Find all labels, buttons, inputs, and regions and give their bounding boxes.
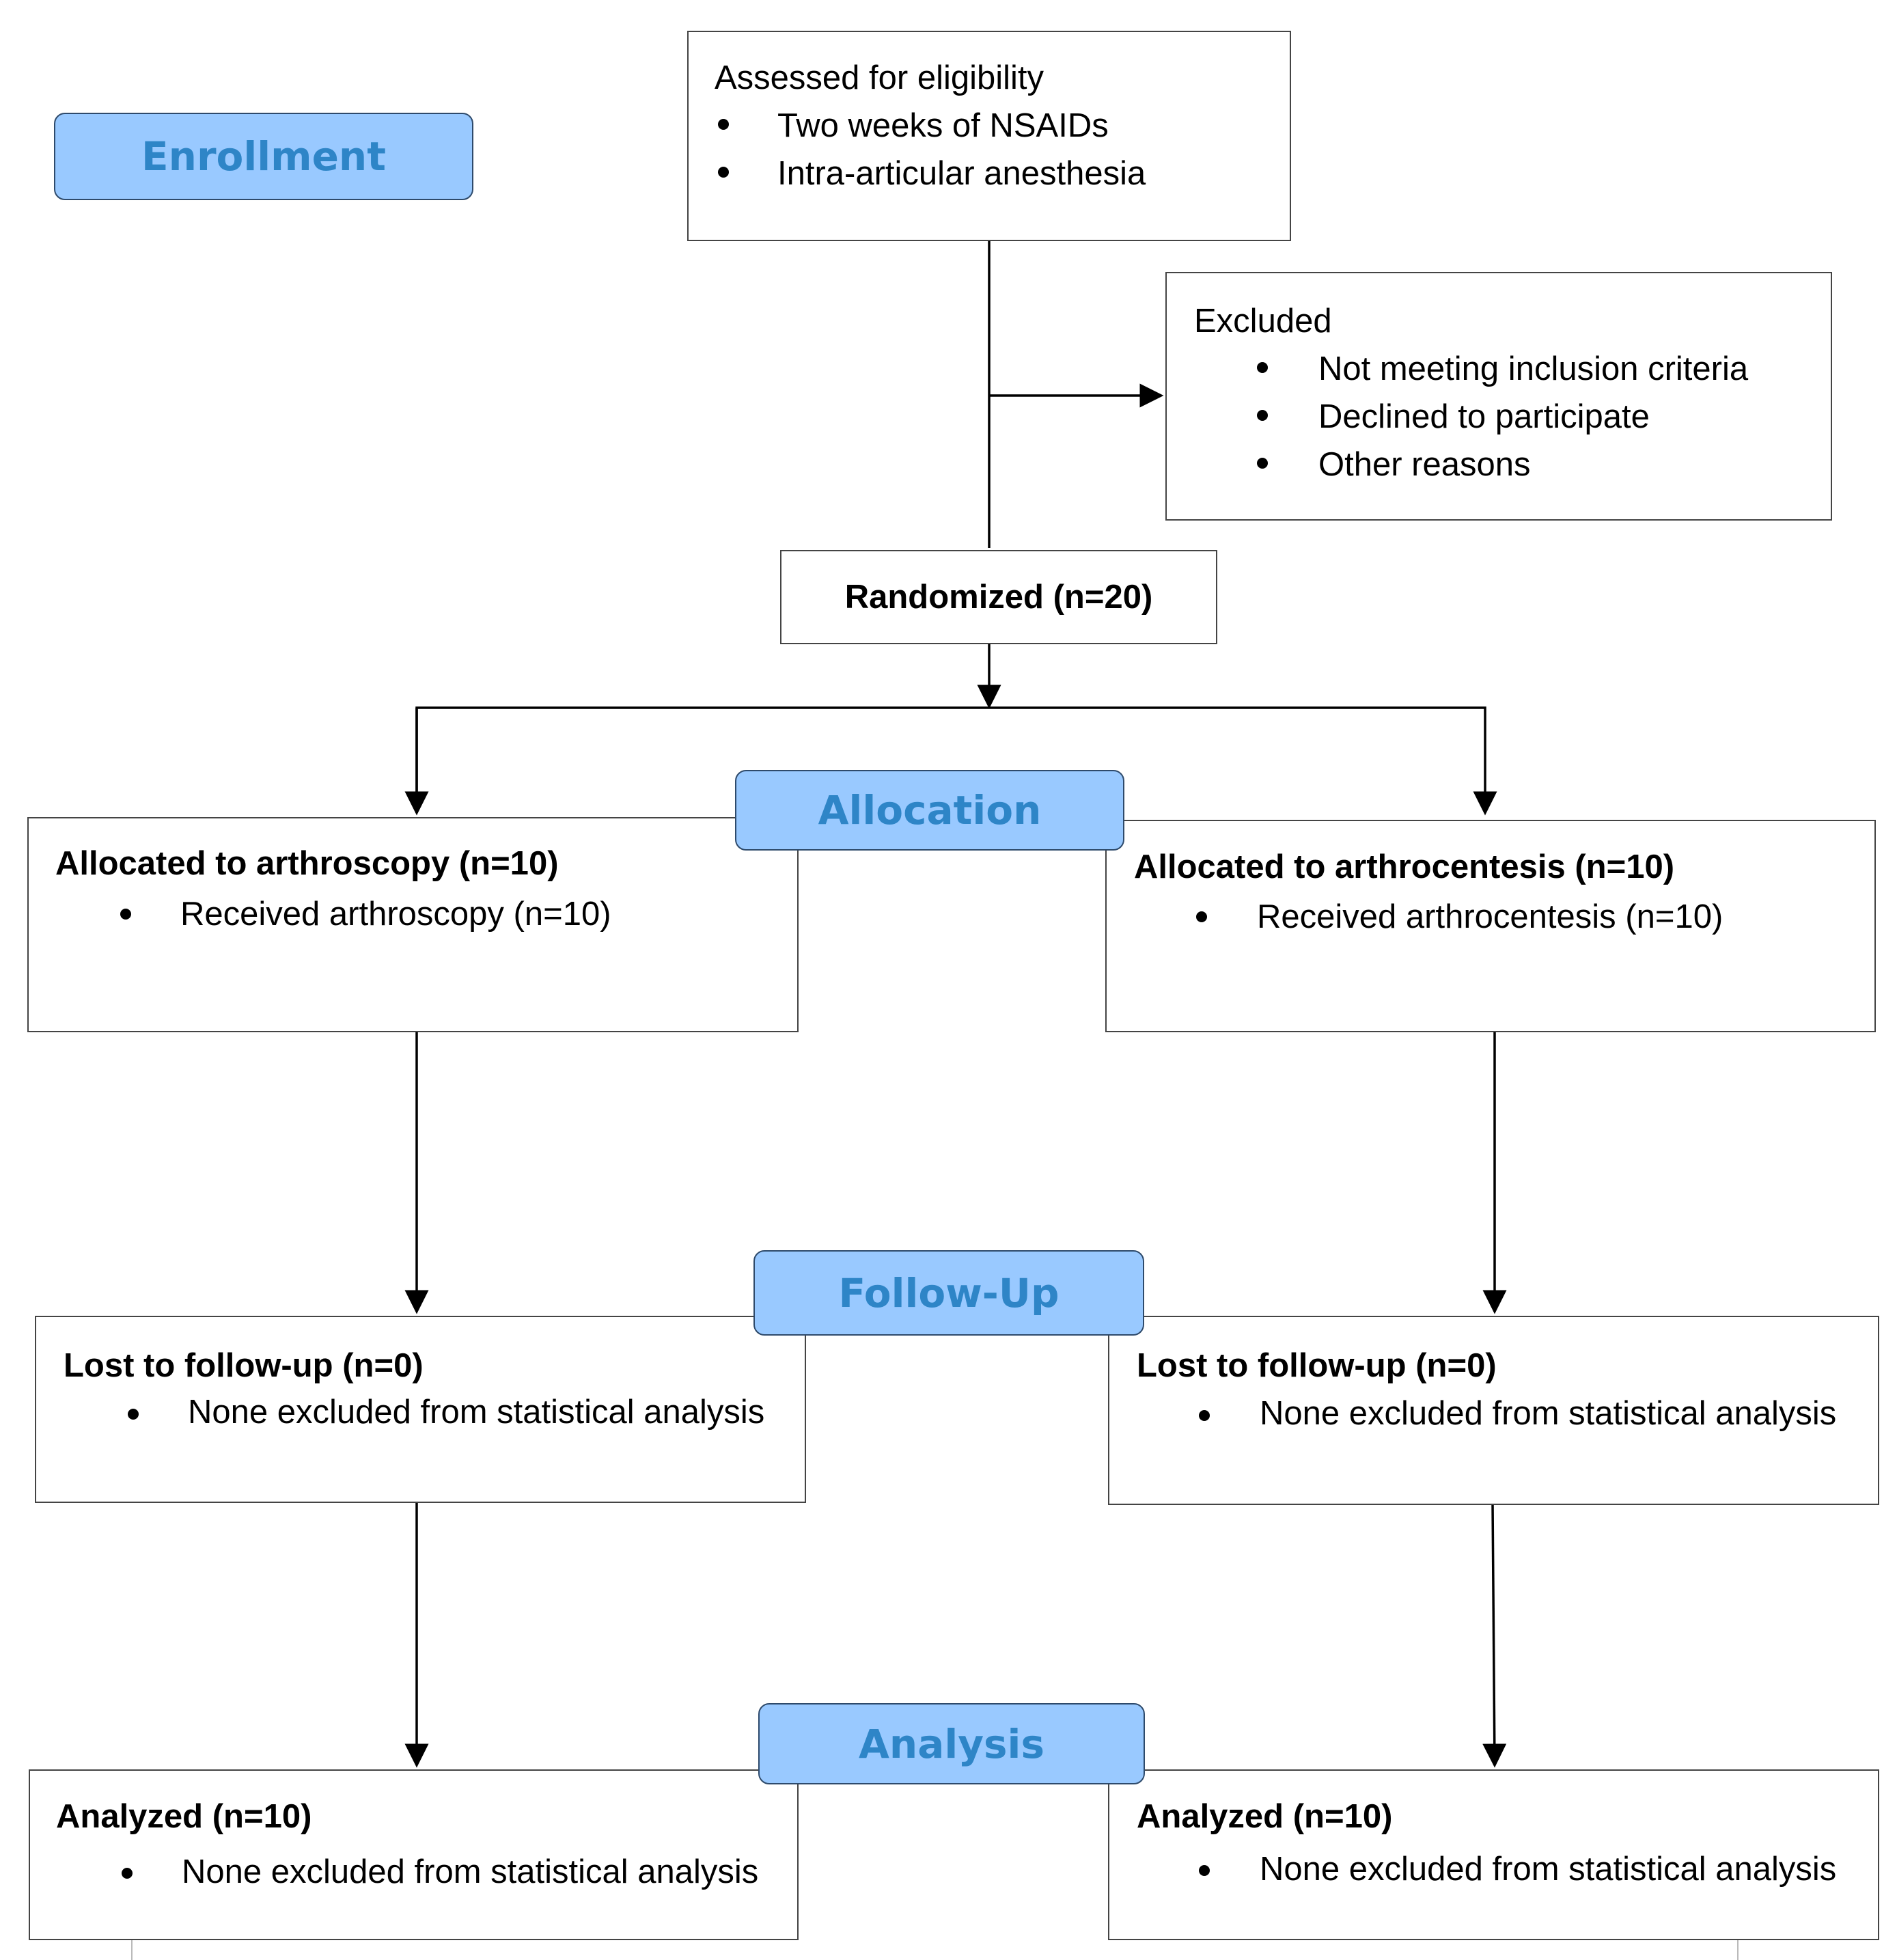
bullet-icon <box>1257 410 1268 421</box>
allocated-right-title: Allocated to arthrocentesis (n=10) <box>1134 848 1675 885</box>
allocated-right-box: Allocated to arthrocentesis (n=10) Recei… <box>1105 820 1876 1032</box>
followup-right-box: Lost to follow-up (n=0) None excluded fr… <box>1108 1316 1879 1505</box>
followup-left-bullet: None excluded from statistical analysis <box>188 1394 765 1431</box>
stage-enrollment: Enrollment <box>54 113 473 200</box>
excluded-title: Excluded <box>1194 303 1332 340</box>
stage-allocation: Allocation <box>735 770 1124 851</box>
bullet-icon <box>1257 458 1268 469</box>
bullet-icon <box>122 1868 133 1879</box>
excluded-bullet: Not meeting inclusion criteria <box>1318 350 1749 387</box>
randomized-box: Randomized (n=20) <box>780 550 1217 644</box>
bullet-icon <box>128 1409 139 1420</box>
bullet-icon <box>120 909 131 920</box>
bullet-icon <box>1199 1410 1210 1421</box>
assessed-box: Assessed for eligibility Two weeks of NS… <box>687 31 1291 241</box>
bullet-icon <box>1257 362 1268 373</box>
stage-analysis: Analysis <box>758 1703 1145 1784</box>
edge-right-followup-to-analysis <box>1482 1502 1507 1768</box>
analyzed-right-title: Analyzed (n=10) <box>1137 1798 1393 1835</box>
allocated-left-title: Allocated to arthroscopy (n=10) <box>55 845 559 882</box>
followup-right-bullet: None excluded from statistical analysis <box>1260 1395 1837 1432</box>
randomized-label: Randomized (n=20) <box>844 579 1153 616</box>
analyzed-left-bullet: None excluded from statistical analysis <box>182 1853 759 1890</box>
allocated-right-bullet: Received arthrocentesis (n=10) <box>1257 898 1723 935</box>
followup-left-title: Lost to follow-up (n=0) <box>64 1347 424 1384</box>
excluded-box: Excluded Not meeting inclusion criteria … <box>1165 272 1832 521</box>
analyzed-left-box: Analyzed (n=10) None excluded from stati… <box>29 1769 799 1940</box>
bullet-icon <box>718 167 729 178</box>
followup-right-title: Lost to follow-up (n=0) <box>1137 1347 1497 1384</box>
assessed-title: Assessed for eligibility <box>715 59 1044 96</box>
bullet-icon <box>718 119 729 130</box>
excluded-bullet: Other reasons <box>1318 446 1531 483</box>
analyzed-right-bullet: None excluded from statistical analysis <box>1260 1851 1837 1888</box>
assessed-bullet: Two weeks of NSAIDs <box>777 107 1109 144</box>
allocated-left-bullet: Received arthroscopy (n=10) <box>180 896 611 933</box>
assessed-bullet: Intra-articular anesthesia <box>777 155 1146 192</box>
bullet-icon <box>1196 911 1207 922</box>
bullet-icon <box>1199 1865 1210 1876</box>
followup-left-box: Lost to follow-up (n=0) None excluded fr… <box>35 1316 806 1503</box>
stage-follow-up: Follow-Up <box>753 1250 1144 1336</box>
excluded-bullet: Declined to participate <box>1318 398 1650 435</box>
analyzed-right-box: Analyzed (n=10) None excluded from stati… <box>1108 1769 1879 1940</box>
allocated-left-box: Allocated to arthroscopy (n=10) Received… <box>27 817 799 1032</box>
analyzed-left-title: Analyzed (n=10) <box>56 1798 312 1835</box>
